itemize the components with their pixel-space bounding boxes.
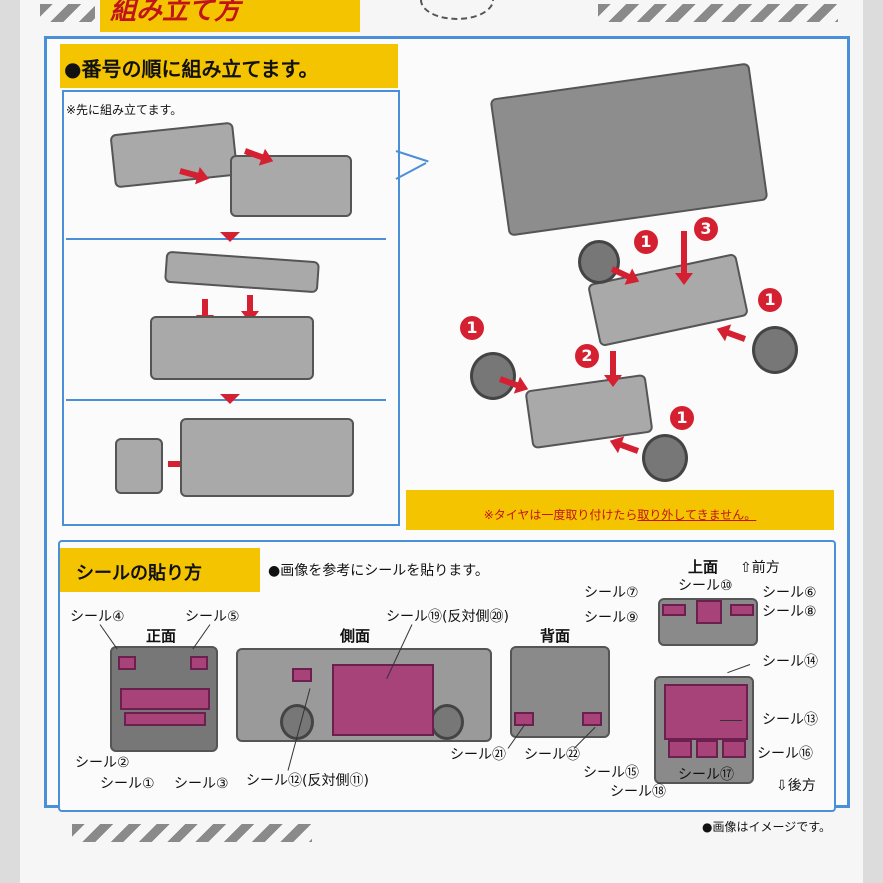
sticker-label-1: シール①: [100, 776, 155, 792]
sticker-label-22: シール㉒: [524, 747, 580, 763]
assembly-arrow: [610, 351, 616, 377]
wheel: [470, 352, 516, 400]
side-wheel: [430, 704, 464, 740]
sticker-16: [722, 740, 746, 758]
assembled-body-part: [180, 418, 354, 497]
sticker-7: [662, 604, 686, 616]
assembly-arrow: [247, 295, 253, 313]
chassis-part: [150, 316, 314, 380]
sticker-5: [190, 656, 208, 670]
step-number-badge: 3: [694, 217, 718, 241]
step-down-marker: [220, 232, 240, 242]
top-left-stripes: [40, 4, 95, 22]
small-front-part: [115, 438, 163, 494]
sticker-label-7: シール⑦: [584, 585, 639, 601]
tire-warning-text: ※タイヤは一度取り付けたら: [483, 508, 638, 522]
body-part: [230, 155, 352, 217]
sticker-22: [582, 712, 602, 726]
sticker-label-19: シール⑲(反対側⑳): [386, 609, 509, 625]
side-view-title: 側面: [340, 627, 371, 645]
sticker-2: [120, 688, 210, 710]
sticker-label-2: シール②: [75, 755, 130, 771]
rear-direction: ⇩後方: [776, 778, 816, 794]
tire-warning: ※タイヤは一度取り付けたら取り外してきません。: [406, 490, 834, 530]
sticker-label-16: シール⑯: [757, 746, 813, 762]
back-view-title: 背面: [540, 627, 571, 645]
sticker-6: [730, 604, 754, 616]
front-view-title: 正面: [146, 627, 177, 645]
sticker-label-18: シール⑱: [610, 784, 666, 800]
sticker-heading: シールの貼り方: [60, 548, 260, 592]
sticker-label-13: シール⑬: [762, 712, 818, 728]
sticker-label-15: シール⑮: [583, 765, 639, 781]
sticker-15: [668, 740, 692, 758]
sticker-label-4: シール④: [70, 609, 125, 625]
assembly-arrow: [681, 231, 687, 275]
assembly-title: 組み立て方: [100, 0, 360, 32]
wheel: [752, 326, 798, 374]
sticker-19: [332, 664, 434, 736]
step-down-marker: [220, 394, 240, 404]
leader-line: [720, 720, 742, 721]
top-right-stripes: [598, 4, 838, 22]
sticker-label-3: シール③: [174, 776, 229, 792]
sticker-label-10: シール⑩: [678, 578, 733, 594]
sticker-label-5: シール⑤: [185, 609, 240, 625]
step-number-badge: 1: [670, 406, 694, 430]
step-number-badge: 1: [758, 288, 782, 312]
sticker-label-12: シール⑫(反対側⑪): [246, 773, 369, 789]
step-number-badge: 2: [575, 344, 599, 368]
sticker-17: [696, 740, 718, 758]
tire-warning-emphasis: 取り外してきません。: [637, 508, 757, 522]
sticker-label-14: シール⑭: [762, 654, 818, 670]
wheel: [578, 240, 620, 284]
assembly-arrow: [202, 299, 208, 317]
wheel: [642, 434, 688, 482]
bottom-left-stripes: [72, 824, 312, 842]
sticker-label-21: シール㉑: [450, 747, 506, 763]
sticker-14: [664, 684, 748, 740]
sticker-1: [124, 712, 206, 726]
sticker-4: [118, 656, 136, 670]
sticker-label-9: シール⑨: [584, 610, 639, 626]
sticker-10: [696, 600, 722, 624]
image-disclaimer: ●画像はイメージです。: [702, 820, 832, 834]
forward-direction: ⇧前方: [740, 560, 780, 576]
sticker-label-17: シール⑰: [678, 767, 734, 783]
assembly-heading: ●番号の順に組み立てます。: [60, 44, 398, 88]
sticker-label-8: シール⑧: [762, 604, 817, 620]
top-view-title: 上面: [688, 558, 719, 576]
sticker-12: [292, 668, 312, 682]
step-number-badge: 1: [460, 316, 484, 340]
sticker-instruction: ●画像を参考にシールを貼ります。: [268, 563, 489, 579]
sticker-label-6: シール⑥: [762, 585, 817, 601]
pre-assembly-note: ※先に組み立てます。: [66, 103, 183, 117]
step-number-badge: 1: [634, 230, 658, 254]
